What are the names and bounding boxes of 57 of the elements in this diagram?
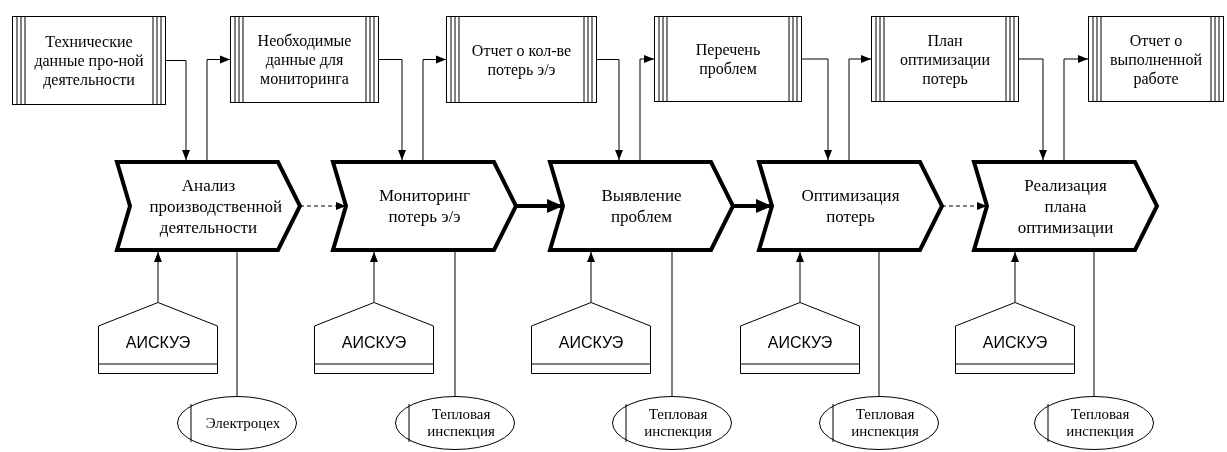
node-label: Тепловая инспекция [850,406,920,440]
document-box [230,16,379,103]
arrow [165,60,190,161]
node-label: Оптимизация потерь [800,185,901,227]
arrow [1011,251,1019,303]
node-label: Тепловая инспекция [643,406,713,440]
process-block [331,160,516,252]
mechanism-box [531,302,651,374]
arrow [596,59,623,161]
node-label: АИСКУЭ [124,332,192,353]
arrow [848,55,872,161]
process-block [972,160,1157,252]
mechanism-box [955,302,1075,374]
arrow [378,59,406,161]
arrow [154,251,162,303]
mechanism-box [740,302,860,374]
node-label: Отчет о кол-ве потерь э/э [470,40,573,79]
node-label: Необходимые данные для мониторинга [256,31,353,88]
node-label: АИСКУЭ [340,332,408,353]
node-label: Реализация плана оптимизации [1016,174,1115,238]
resource-ellipse [177,396,297,450]
document-box [1088,16,1224,102]
mechanism-box [98,302,218,374]
node-label: Отчет о выполненной работе [1109,30,1203,88]
node-label: Тепловая инспекция [1065,406,1135,440]
document-box [446,16,597,103]
node-label: Перечень проблем [694,40,762,78]
resource-ellipse [395,396,515,450]
node-label: АИСКУЭ [766,332,834,353]
process-block [757,160,942,252]
arrow [587,251,595,303]
arrow [422,55,447,161]
node-label: Анализ производственной деятельности [148,174,284,238]
node-label: Выявление проблем [600,185,683,227]
arrow [370,251,378,303]
node-label: Тепловая инспекция [426,406,496,440]
resource-ellipse [819,396,939,450]
document-box [12,16,166,105]
resource-ellipse [612,396,732,450]
node-label: План оптимизации потерь [899,30,991,88]
mechanism-box [314,302,434,374]
node-label: Технические данные про-ной деятельности [33,32,145,89]
document-box [654,16,802,102]
arrow [639,55,655,161]
node-label: Мониторинг потерь э/э [378,185,471,227]
arrow [1018,58,1047,161]
node-label: Электроцех [204,414,282,432]
node-label: АИСКУЭ [557,332,625,353]
arrow [801,58,832,161]
document-box [871,16,1019,102]
process-block [115,160,300,252]
arrow [206,55,231,161]
resource-ellipse [1034,396,1154,450]
arrow [796,251,804,303]
process-block [548,160,733,252]
arrow [1063,55,1089,161]
node-label: АИСКУЭ [981,332,1049,353]
